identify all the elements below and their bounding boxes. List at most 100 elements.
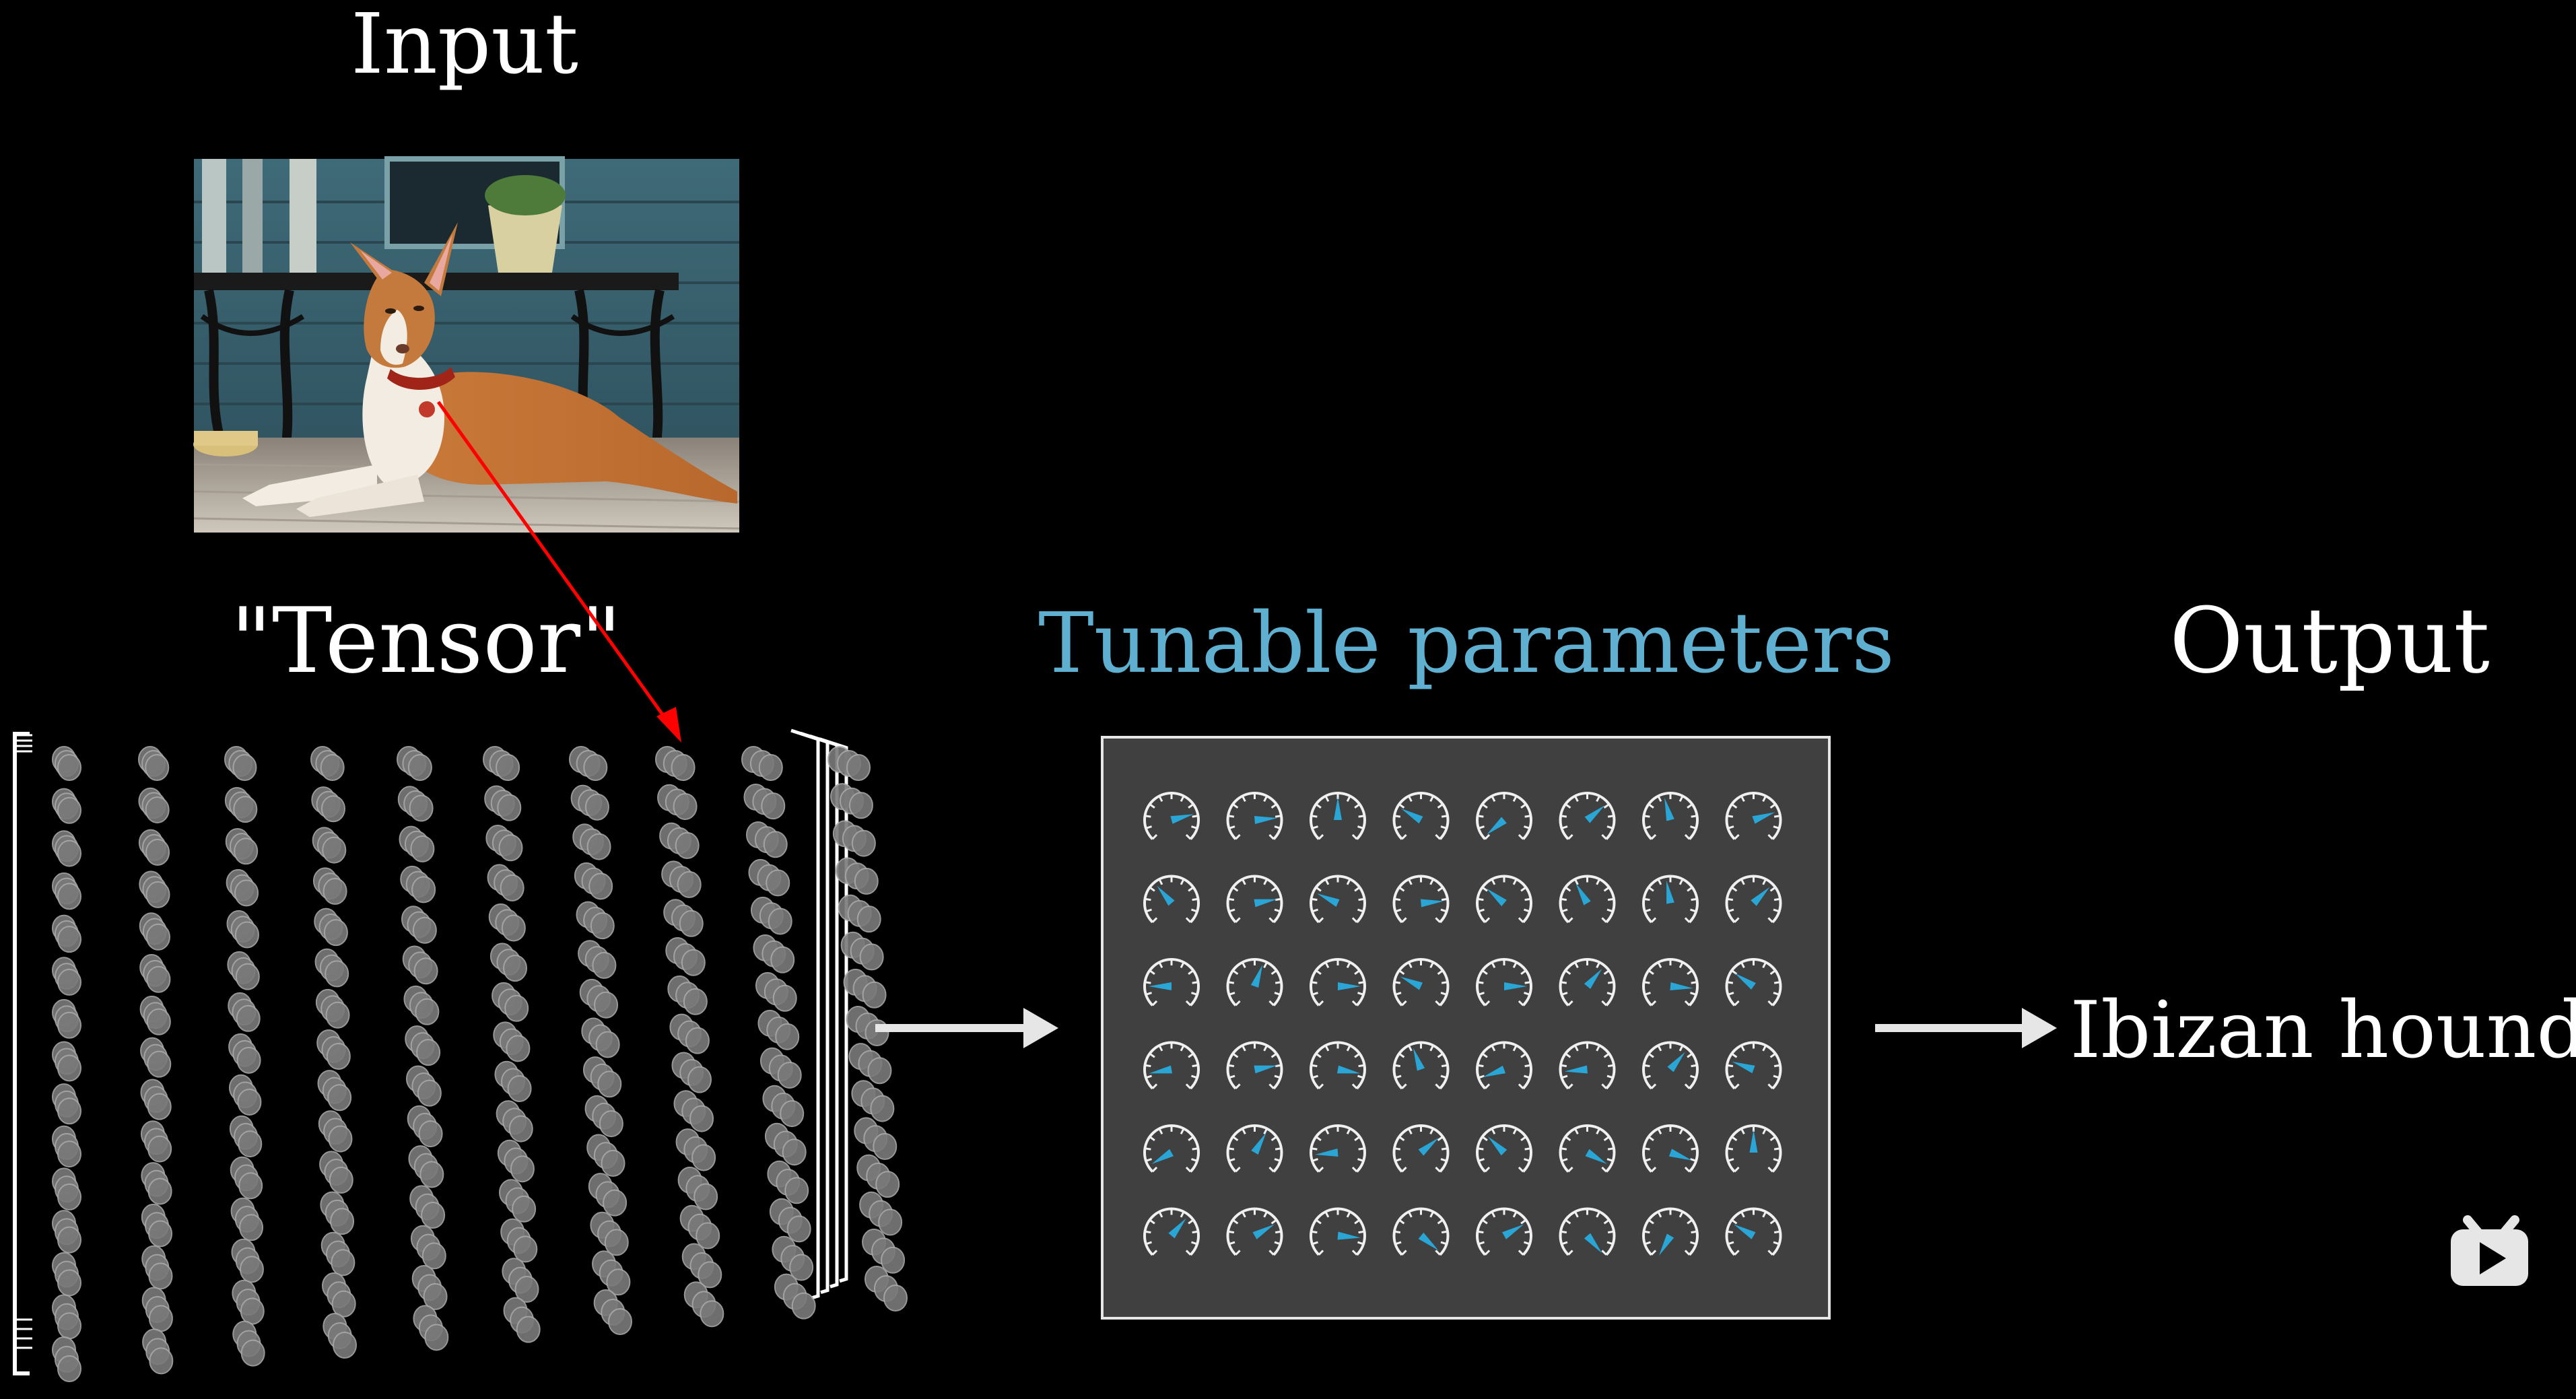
dial-tick xyxy=(1149,969,1155,975)
tensor-value-disc xyxy=(601,1149,625,1177)
dial-arc xyxy=(1725,1041,1782,1090)
dial-tick xyxy=(1358,815,1365,818)
tensor-value-disc xyxy=(148,1220,173,1248)
dial-tick xyxy=(1180,879,1185,885)
dial-tick xyxy=(1151,917,1158,923)
dial-tick xyxy=(1512,961,1518,969)
dial-tick xyxy=(1437,886,1444,892)
dial-tick xyxy=(1491,795,1496,803)
dial-tick xyxy=(1408,795,1413,803)
dial-tick xyxy=(1650,917,1657,923)
dial-tick xyxy=(1270,803,1277,809)
tensor-value-disc xyxy=(57,1312,81,1340)
dial-arc xyxy=(1559,1207,1616,1256)
tensor-value-disc xyxy=(57,1269,81,1297)
parameter-dial xyxy=(1642,1124,1699,1173)
dial-tick xyxy=(1263,1211,1268,1218)
dial-tick xyxy=(1731,803,1738,809)
dial-tick xyxy=(1574,1045,1579,1052)
dial-tick xyxy=(1520,969,1527,975)
tensor-value-disc xyxy=(791,1292,816,1320)
dial-tick xyxy=(1346,1211,1351,1218)
dial-tick xyxy=(1601,833,1607,840)
dial-tick xyxy=(1762,961,1767,969)
tensor-value-disc xyxy=(700,1300,724,1328)
dial-needle xyxy=(1254,816,1278,824)
dial-arc xyxy=(1476,791,1532,840)
dial-tick xyxy=(1435,833,1441,840)
dial-tick xyxy=(1524,1230,1531,1234)
dial-tick xyxy=(1268,1000,1275,1006)
tensor-value-disc xyxy=(238,1172,263,1200)
dial-arc xyxy=(1559,1041,1616,1090)
dial-tick xyxy=(1773,981,1781,984)
dial-tick xyxy=(1324,1045,1330,1052)
tensor-value-disc xyxy=(411,876,436,903)
dial-tick xyxy=(1324,795,1330,803)
parameter-dial xyxy=(1642,1207,1699,1256)
dial-tick xyxy=(1191,992,1198,996)
dial-tick xyxy=(1767,1083,1773,1089)
dial-tick xyxy=(1491,879,1496,885)
dial-tick xyxy=(1274,1074,1281,1079)
dial-tick xyxy=(1561,992,1568,996)
dial-tick xyxy=(1484,1083,1491,1089)
dial-tick xyxy=(1727,1074,1734,1079)
dial-tick xyxy=(1773,1230,1781,1234)
dial-tick xyxy=(1312,992,1318,996)
tensor-value-disc xyxy=(508,1115,533,1142)
dial-tick xyxy=(1691,815,1697,818)
dial-tick xyxy=(1740,1211,1745,1218)
dial-tick xyxy=(1518,1166,1524,1173)
tensor-value-disc xyxy=(786,1215,811,1243)
dial-tick xyxy=(1691,1230,1697,1234)
tensor-value-disc xyxy=(234,879,259,907)
dial-tick xyxy=(1606,1241,1614,1246)
dial-arc xyxy=(1310,1041,1366,1090)
dial-tick xyxy=(1263,1128,1268,1135)
dial-needle xyxy=(1168,1218,1186,1239)
parameter-dial xyxy=(1226,1207,1283,1256)
dial-tick xyxy=(1687,803,1693,809)
dial-tick xyxy=(1731,1219,1738,1225)
tensor-value-disc xyxy=(322,836,347,864)
dial-tick xyxy=(1691,1064,1697,1068)
dial-arc xyxy=(1559,957,1616,1006)
dial-tick xyxy=(1773,908,1780,913)
dial-tick xyxy=(1357,908,1364,913)
dial-tick xyxy=(1268,833,1275,840)
tensor-value-disc xyxy=(333,1332,357,1359)
dial-tick xyxy=(1270,1219,1277,1225)
parameter-dial xyxy=(1226,957,1283,1006)
dial-tick xyxy=(1394,825,1402,829)
dial-tick xyxy=(1477,981,1484,984)
dial-tick xyxy=(1394,1064,1401,1068)
parameter-dial xyxy=(1226,1124,1283,1173)
dial-tick xyxy=(1191,1074,1198,1079)
dial-tick xyxy=(1657,1045,1662,1052)
dial-tick xyxy=(1354,1052,1361,1058)
dial-tick xyxy=(1318,1000,1324,1006)
dial-tick xyxy=(1769,1052,1776,1058)
tensor-value-disc xyxy=(412,916,437,944)
dial-needle xyxy=(1252,1224,1275,1239)
tensor-value-disc xyxy=(57,796,81,824)
dial-tick xyxy=(1145,1241,1152,1246)
dial-tick xyxy=(1767,1250,1773,1256)
dial-grid xyxy=(1143,791,1782,1256)
dial-tick xyxy=(1275,981,1282,984)
dial-tick xyxy=(1767,917,1773,923)
dial-tick xyxy=(1607,815,1615,818)
tensor-layer-frame xyxy=(790,728,820,1300)
dial-tick xyxy=(1643,981,1650,984)
dial-tick xyxy=(1435,1250,1441,1256)
dial-tick xyxy=(1607,1230,1615,1234)
dial-tick xyxy=(1324,1211,1330,1218)
dial-tick xyxy=(1158,795,1163,803)
dial-tick xyxy=(1188,1219,1194,1225)
dial-tick xyxy=(1762,795,1767,803)
tensor-value-disc xyxy=(331,1290,356,1318)
dial-tick xyxy=(1151,1000,1158,1006)
dial-tick xyxy=(1731,969,1738,975)
tensor-value-disc xyxy=(592,951,617,979)
